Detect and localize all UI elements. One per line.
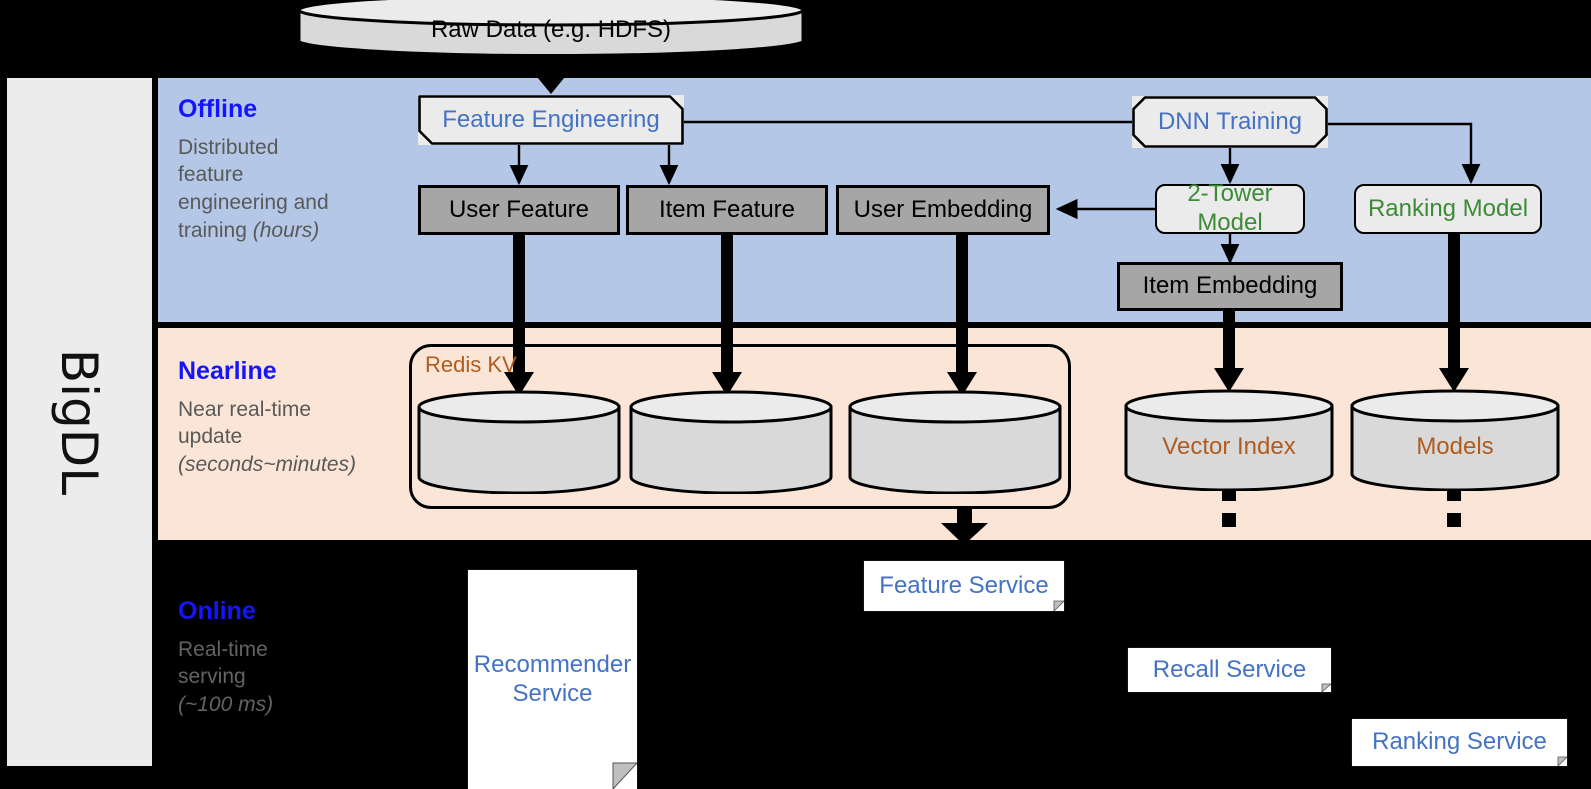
offline-sub-l3: engineering and <box>178 190 329 214</box>
nearline-sub-l1: Near real-time <box>178 397 312 421</box>
two-tower-model-node[interactable]: 2-Tower Model <box>1155 180 1305 236</box>
models-cylinder[interactable]: Models <box>1350 389 1560 492</box>
online-sub-em: (~100 ms) <box>178 692 274 716</box>
recall-service-node[interactable]: Recall Service <box>1128 648 1331 692</box>
offline-sub-l4: training <box>178 218 253 242</box>
user-feature-label: User Feature <box>448 195 590 223</box>
bigdl-sidebar: BigDL <box>7 78 152 766</box>
recommender-service-node[interactable]: Recommender Service <box>468 570 637 789</box>
feature-engineering-node[interactable]: Feature Engineering <box>418 95 684 145</box>
feature-service-node[interactable]: Feature Service <box>864 561 1064 611</box>
offline-sub-l1: Distributed <box>178 135 279 159</box>
offline-caption: Offline Distributed feature engineering … <box>178 95 408 245</box>
nearline-title: Nearline <box>178 357 277 385</box>
bigdl-label: BigDL <box>50 348 109 496</box>
offline-title: Offline <box>178 95 258 123</box>
online-title: Online <box>178 597 256 625</box>
nearline-sub-em: (seconds~minutes) <box>178 452 356 476</box>
user-feature-node[interactable]: User Feature <box>418 185 620 235</box>
item-embedding-node[interactable]: Item Embedding <box>1117 262 1343 311</box>
redis-cylinder-2 <box>629 390 833 495</box>
nearline-caption: Nearline Near real-time update (seconds~… <box>178 357 408 479</box>
raw-data-cylinder: Raw Data (e.g. HDFS) <box>296 0 806 60</box>
item-embedding-label: Item Embedding <box>1142 272 1318 300</box>
user-embedding-label: User Embedding <box>853 195 1033 223</box>
online-sub-l1: Real-time <box>178 637 268 661</box>
dnn-training-label: DNN Training <box>1157 107 1303 135</box>
ranking-service-label: Ranking Service <box>1372 728 1547 756</box>
nearline-sub-l2: update <box>178 425 243 449</box>
feature-service-label: Feature Service <box>879 571 1049 599</box>
redis-cylinder-1 <box>417 390 621 495</box>
dnn-training-node[interactable]: DNN Training <box>1132 96 1328 148</box>
online-sub-l2: serving <box>178 665 246 689</box>
ranking-model-node[interactable]: Ranking Model <box>1354 184 1542 234</box>
vector-index-cylinder[interactable]: Vector Index <box>1124 389 1334 492</box>
redis-kv-label: Redis KV <box>425 352 517 377</box>
ranking-service-node[interactable]: Ranking Service <box>1352 719 1567 766</box>
recall-service-label: Recall Service <box>1152 655 1307 683</box>
nearline-subtitle: Near real-time update (seconds~minutes) <box>178 396 408 479</box>
item-feature-node[interactable]: Item Feature <box>626 185 828 235</box>
ranking-model-label: Ranking Model <box>1367 194 1529 222</box>
online-subtitle: Real-time serving (~100 ms) <box>178 636 408 719</box>
feature-engineering-label: Feature Engineering <box>442 105 660 133</box>
item-feature-label: Item Feature <box>658 195 796 223</box>
offline-sub-em: (hours) <box>252 218 320 242</box>
two-tower-model-label: 2-Tower Model <box>1187 180 1273 236</box>
offline-sub-l2: feature <box>178 163 244 187</box>
user-embedding-node[interactable]: User Embedding <box>836 185 1050 235</box>
redis-cylinder-3 <box>848 390 1062 495</box>
recommender-service-line1: Recommender <box>473 650 632 678</box>
online-caption: Online Real-time serving (~100 ms) <box>178 597 408 719</box>
recommender-service-label: Recommender Service <box>468 570 637 789</box>
offline-subtitle: Distributed feature engineering and trai… <box>178 134 408 245</box>
recommender-service-line2: Service <box>512 679 593 707</box>
redis-kv-container <box>409 344 1071 509</box>
